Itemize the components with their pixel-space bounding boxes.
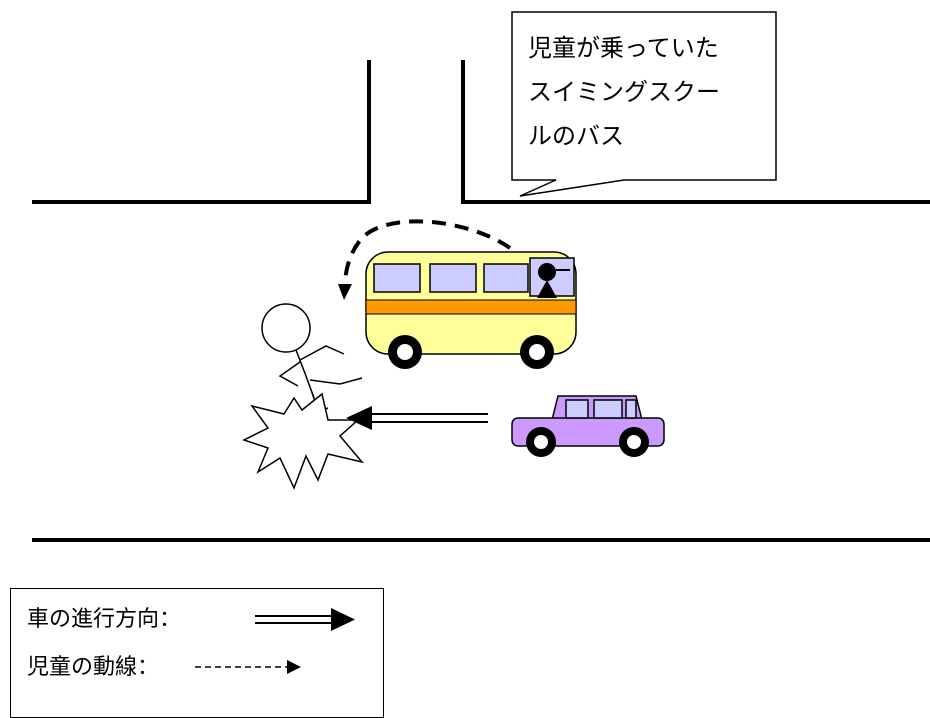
callout-line: 児童が乗っていた xyxy=(528,34,719,62)
road-lines xyxy=(32,60,930,542)
bus-stripe xyxy=(365,299,577,315)
car-window xyxy=(625,399,637,419)
car-direction-arrow xyxy=(346,406,488,430)
child-path-arrowhead xyxy=(338,284,352,300)
road-top-right-edge xyxy=(461,60,930,204)
callout-line: ルのバス xyxy=(528,122,624,150)
callout-text: 児童が乗っていた スイミングスクー ルのバス xyxy=(528,26,720,158)
bus-wheel xyxy=(520,335,554,369)
bus-icon xyxy=(365,251,577,369)
car-icon xyxy=(511,395,665,457)
child-path-arrow xyxy=(343,219,512,283)
legend-box: 車の進行方向： 児童の動線： xyxy=(10,588,384,718)
callout-bubble xyxy=(511,11,777,197)
legend-child-path-label: 児童の動線： xyxy=(27,655,160,680)
legend-car-direction-arrow xyxy=(255,608,355,631)
legend-child-path-arrow xyxy=(195,660,301,674)
bus-window xyxy=(373,263,421,293)
car-wheel xyxy=(526,427,556,457)
car-wheel xyxy=(619,427,649,457)
collision-burst-icon xyxy=(242,392,365,490)
driver-icon xyxy=(537,263,570,298)
child-figure-icon xyxy=(261,303,363,414)
callout-line: スイミングスクー xyxy=(528,78,720,106)
car-window xyxy=(565,399,589,419)
bus-window xyxy=(429,263,477,293)
bus-wheel xyxy=(388,335,422,369)
legend-car-direction-label: 車の進行方向： xyxy=(27,607,182,632)
car-window xyxy=(593,399,623,419)
accident-diagram xyxy=(32,11,930,542)
bus-window xyxy=(483,263,529,293)
road-top-left-edge xyxy=(32,60,371,204)
